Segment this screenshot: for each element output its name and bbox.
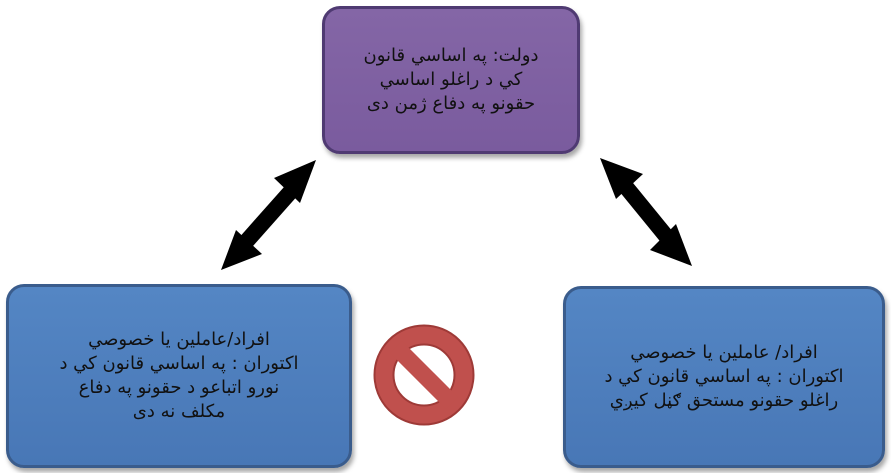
state-box-line: دولت: په اساسي قانون <box>363 45 539 66</box>
state-box-text: دولت: په اساسي قانون کي د راغلو اساسي حق… <box>363 44 538 116</box>
prohibition-icon <box>373 324 475 426</box>
rights-box-line: اکتوران : په اساسي قانون کي د <box>604 366 844 387</box>
private-actors-rights-text: افراد/ عاملین یا خصوصي اکتوران : په اساس… <box>604 341 843 413</box>
rights-box-line: افراد/ عاملین یا خصوصي <box>630 342 818 363</box>
state-box-line: حقونو په دفاع ژمن دی <box>366 93 536 114</box>
obligation-box-line: افراد/عاملین یا خصوصي <box>88 329 270 350</box>
obligation-box-line: مکلف نه دی <box>132 401 226 422</box>
obligation-box-line: اکتوران : په اساسي قانون کي د <box>59 353 299 374</box>
private-actors-obligation-box: افراد/عاملین یا خصوصي اکتوران : په اساسي… <box>6 284 352 468</box>
obligation-box-line: نورو اتباعو د حقونو په دفاع <box>78 377 280 398</box>
state-box: دولت: په اساسي قانون کي د راغلو اساسي حق… <box>322 6 580 154</box>
rights-box-line: راغلو حقونو مستحق ګڼل کیږي <box>609 390 839 411</box>
left-double-arrow <box>221 160 316 270</box>
private-actors-rights-box: افراد/ عاملین یا خصوصي اکتوران : په اساس… <box>563 286 885 468</box>
right-double-arrow <box>600 158 692 266</box>
private-actors-obligation-text: افراد/عاملین یا خصوصي اکتوران : په اساسي… <box>59 328 298 424</box>
state-box-line: کي د راغلو اساسي <box>379 69 523 90</box>
